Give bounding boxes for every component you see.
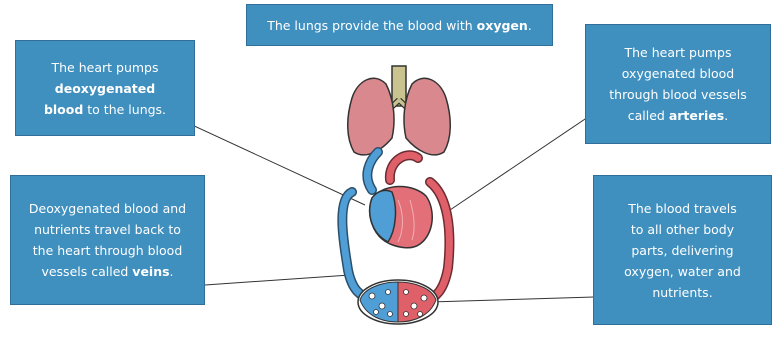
body-label: The blood travels to all other body part… — [593, 175, 772, 325]
lungs-label: The lungs provide the blood with oxygen. — [246, 4, 553, 46]
veins-label: Deoxygenated blood and nutrients travel … — [10, 175, 205, 305]
arteries-label: The heart pumps oxygenated blood through… — [585, 24, 771, 144]
heart-to-lungs-label: The heart pumps deoxygenated blood to th… — [15, 40, 195, 136]
heart — [370, 187, 433, 248]
arteries-label-text: The heart pumps oxygenated blood through… — [609, 42, 747, 126]
lungs-label-text: The lungs provide the blood with oxygen. — [267, 15, 532, 36]
veins-label-text: Deoxygenated blood and nutrients travel … — [29, 198, 186, 282]
leader-line-arteries — [450, 113, 594, 210]
right-lung — [404, 78, 450, 155]
leader-line-body — [430, 297, 594, 302]
heart-to-lungs-label-text: The heart pumps deoxygenated blood to th… — [44, 57, 166, 120]
capillary-bed — [358, 280, 438, 324]
leader-line-heart-to-lungs — [190, 124, 365, 205]
body-label-text: The blood travels to all other body part… — [624, 198, 741, 303]
left-lung — [348, 78, 394, 155]
leader-line-veins — [205, 275, 350, 285]
